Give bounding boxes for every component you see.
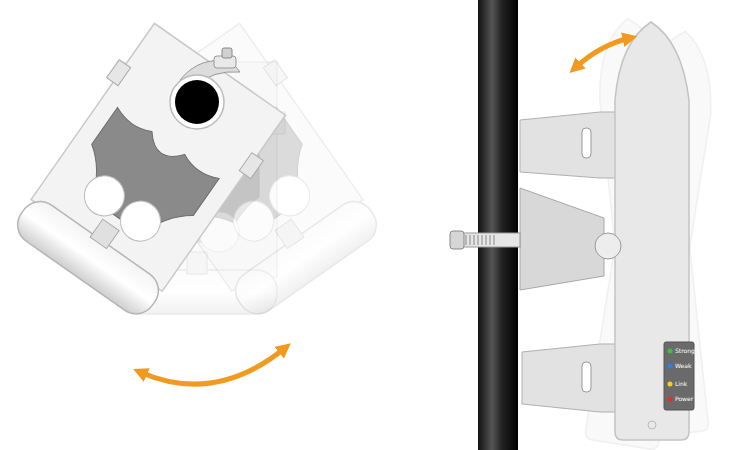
logo <box>648 421 656 429</box>
led <box>668 349 673 354</box>
side-view <box>450 0 723 450</box>
rotate-arrow <box>140 348 285 384</box>
led-label: Weak <box>675 362 691 369</box>
lower-bracket <box>522 344 618 412</box>
led-panel <box>664 342 694 410</box>
led <box>668 364 673 369</box>
led-label: Power <box>675 395 693 402</box>
tilt-arrow <box>575 38 630 68</box>
led-label: Strong <box>675 347 695 354</box>
led <box>668 397 673 402</box>
led-label: Link <box>675 380 687 387</box>
pole-section <box>170 75 224 129</box>
pole <box>478 0 518 450</box>
pole-bore <box>175 80 219 124</box>
hose-clamp <box>450 231 520 249</box>
top-view <box>3 19 390 384</box>
tilt-bracket <box>520 188 621 290</box>
led <box>668 382 673 387</box>
upper-bracket <box>520 112 618 178</box>
